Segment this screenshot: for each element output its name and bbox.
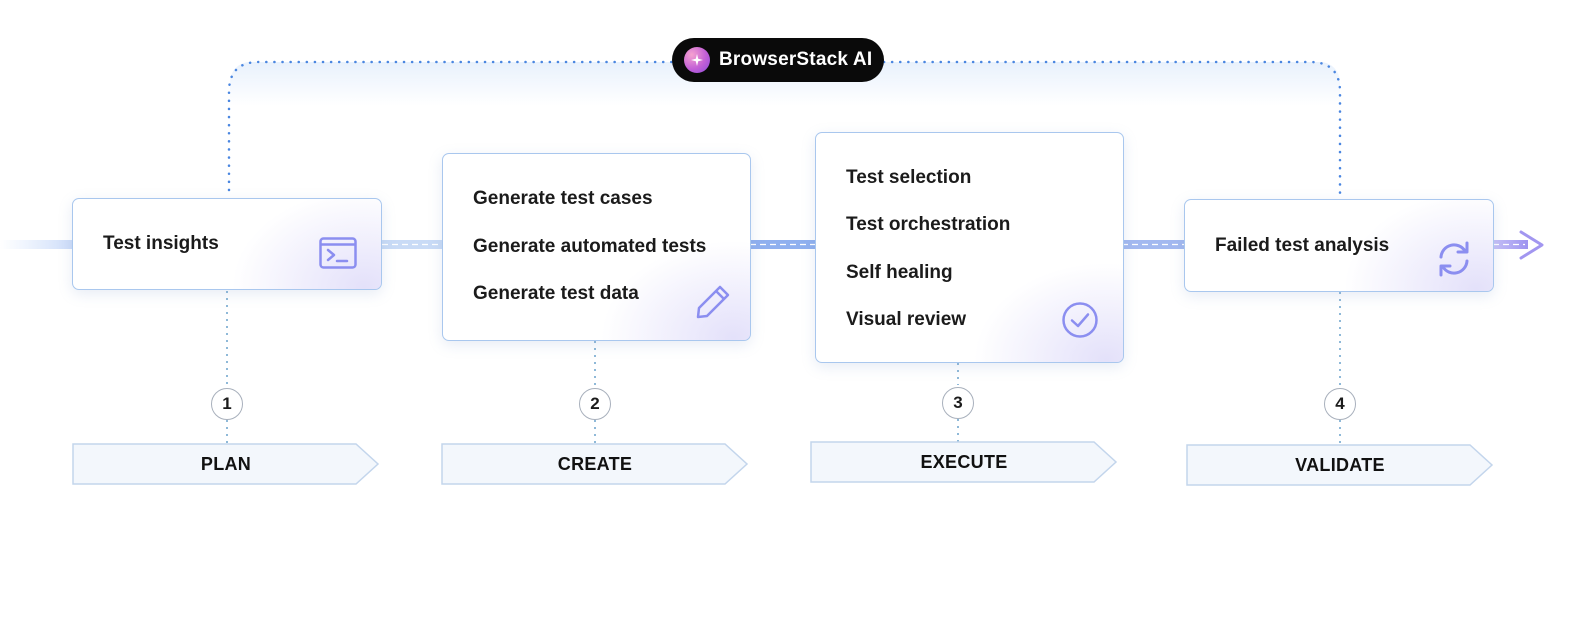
- plan-card: Test insights: [72, 198, 382, 290]
- phase-label: VALIDATE: [1295, 454, 1385, 475]
- validate-card: Failed test analysis: [1184, 199, 1494, 292]
- terminal-icon: [319, 237, 357, 274]
- phase-label: EXECUTE: [920, 451, 1008, 472]
- card-item: Self healing: [846, 262, 953, 283]
- ai-dotted-path: [227, 60, 1342, 200]
- flow-line-lead-in: [0, 240, 80, 249]
- create-card: Generate test cases Generate automated t…: [442, 153, 751, 341]
- flow-arrow-head: [1519, 230, 1544, 260]
- step-number-3: 3: [942, 387, 974, 419]
- browserstack-ai-badge: BrowserStack AI: [672, 38, 884, 82]
- phase-label: CREATE: [557, 453, 633, 474]
- phase-tag-create: CREATE: [441, 443, 749, 485]
- step-number-2: 2: [579, 388, 611, 420]
- step-number-4: 4: [1324, 388, 1356, 420]
- card-item: Failed test analysis: [1215, 235, 1390, 256]
- card-item: Generate test cases: [473, 188, 653, 209]
- card-item: Test insights: [103, 233, 219, 254]
- phase-tag-plan: PLAN: [72, 443, 380, 485]
- ai-badge-label: BrowserStack AI: [719, 49, 873, 70]
- phase-tag-validate: VALIDATE: [1186, 444, 1494, 486]
- pencil-icon: [695, 284, 731, 325]
- card-item: Generate test data: [473, 283, 639, 304]
- phase-label: PLAN: [200, 453, 252, 474]
- card-item: Test selection: [846, 167, 972, 188]
- phase-tag-execute: EXECUTE: [810, 441, 1118, 483]
- execute-card: Test selection Test orchestration Self h…: [815, 132, 1124, 363]
- flow-line-tail: [1493, 240, 1528, 249]
- card-item: Generate automated tests: [473, 236, 707, 257]
- refresh-icon: [1433, 240, 1475, 283]
- sparkle-icon: [684, 47, 710, 73]
- card-item: Test orchestration: [846, 214, 1011, 235]
- step-number-1: 1: [211, 388, 243, 420]
- check-circle-icon: [1061, 301, 1099, 344]
- card-item: Visual review: [846, 309, 967, 330]
